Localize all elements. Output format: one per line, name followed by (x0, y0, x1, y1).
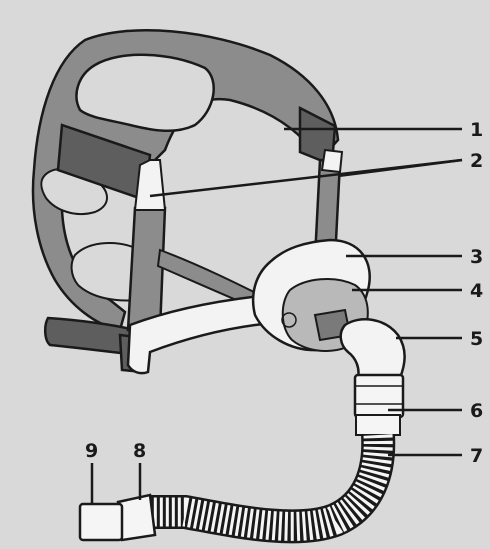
headgear-vertical-strap (128, 208, 165, 330)
frame-right-clip (322, 150, 342, 172)
mask-elbow (341, 319, 405, 378)
callout-3: 3 (470, 246, 483, 268)
corrugated-hose-inner (150, 435, 378, 526)
callout-7: 7 (470, 445, 483, 467)
callout-2: 2 (470, 150, 483, 172)
callout-9: 9 (85, 440, 98, 462)
mask-body (253, 240, 405, 378)
end-connector (118, 495, 155, 540)
callout-1: 1 (470, 119, 483, 141)
tube-collar (356, 415, 400, 435)
leader-2b (150, 160, 462, 196)
tubing-assembly (80, 375, 403, 540)
frame-upper-arm (135, 160, 165, 210)
callout-4: 4 (470, 280, 483, 302)
callout-5: 5 (470, 328, 483, 350)
callout-6: 6 (470, 400, 483, 422)
end-cuff (80, 504, 122, 540)
callout-8: 8 (133, 440, 146, 462)
